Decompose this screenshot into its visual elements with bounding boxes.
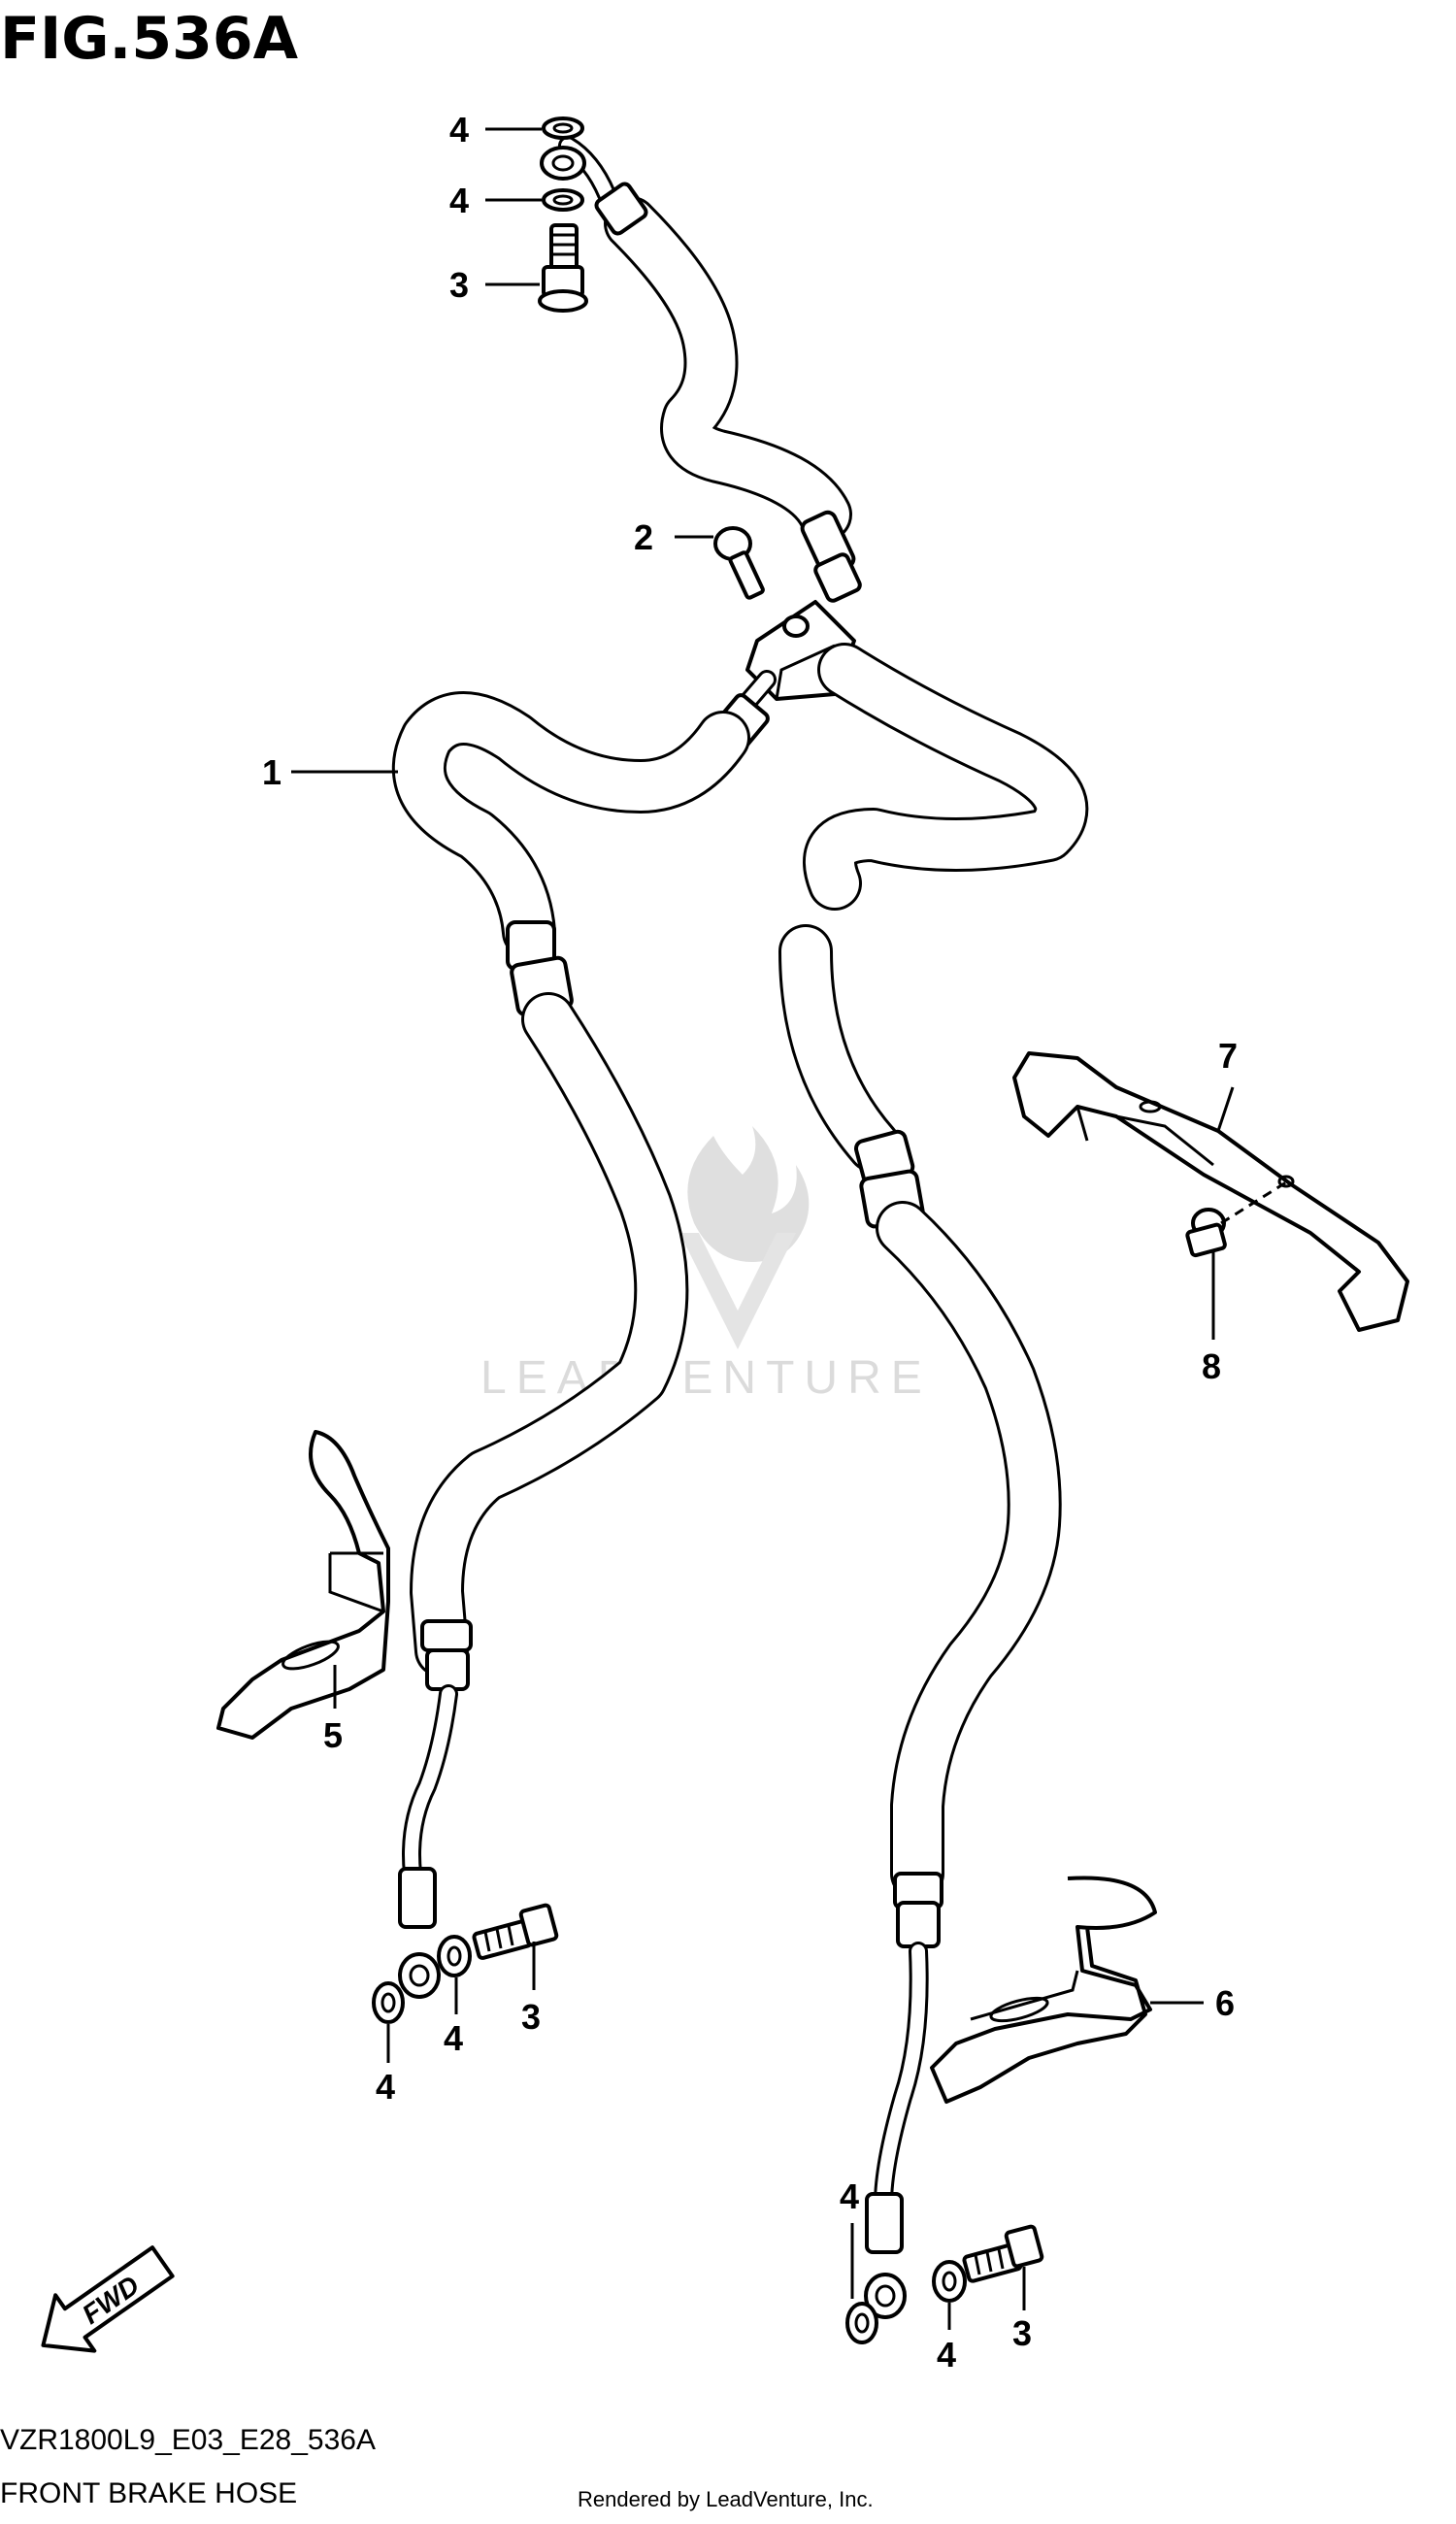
callout-2: 2 (634, 517, 653, 557)
watermark: LEADVENTURE (480, 1126, 932, 1404)
lower-right-washer-4e (845, 2302, 878, 2344)
joint-bolt-2 (713, 526, 765, 600)
watermark-text: LEADVENTURE (480, 1352, 932, 1404)
callout-group: 4 4 3 2 1 7 8 5 3 4 4 6 4 4 3 (262, 110, 1238, 2375)
upper-washer-4b (542, 188, 584, 212)
callout-7: 7 (1218, 1036, 1238, 1076)
figure-code: VZR1800L9_E03_E28_536A (0, 2424, 376, 2456)
callout-1: 1 (262, 752, 281, 792)
lower-left-union-bolt-3 (472, 1903, 559, 1960)
callout-4-top: 4 (449, 110, 469, 149)
callout-8: 8 (1202, 1346, 1221, 1386)
figure-name: FRONT BRAKE HOSE (0, 2477, 297, 2509)
bracket-5 (216, 1430, 390, 1740)
lower-right-union-bolt-3 (962, 2224, 1044, 2283)
lower-left-washer-4c (372, 1981, 405, 2024)
bracket-7 (1012, 1051, 1409, 1332)
callout-6: 6 (1215, 1983, 1235, 2023)
callout-4-upper: 4 (449, 181, 469, 220)
callout-4-lower-right-b: 4 (937, 2335, 956, 2375)
callout-5: 5 (323, 1715, 343, 1755)
callout-4-lower-left-b: 4 (444, 2018, 463, 2058)
callout-4-lower-left-a: 4 (376, 2067, 395, 2107)
rendered-by: Rendered by LeadVenture, Inc. (578, 2487, 874, 2511)
bracket-6 (930, 1876, 1157, 2104)
callout-3-lower-left: 3 (521, 1997, 541, 2037)
figure-title: FIG.536A (0, 5, 299, 73)
fwd-arrow: FWD (41, 2245, 175, 2353)
brake-hose-assembly (391, 136, 1089, 2319)
upper-union-bolt-3 (538, 223, 588, 313)
upper-washer-4a (542, 116, 584, 140)
upper-banjo-fitting (540, 146, 586, 181)
callout-3-upper: 3 (449, 265, 469, 305)
bolt-8 (1185, 1180, 1287, 1258)
lower-left-washer-4d (437, 1935, 472, 1977)
callout-4-lower-right-a: 4 (840, 2176, 859, 2216)
callout-3-lower-right: 3 (1012, 2313, 1032, 2353)
lower-right-washer-4f (932, 2260, 967, 2303)
